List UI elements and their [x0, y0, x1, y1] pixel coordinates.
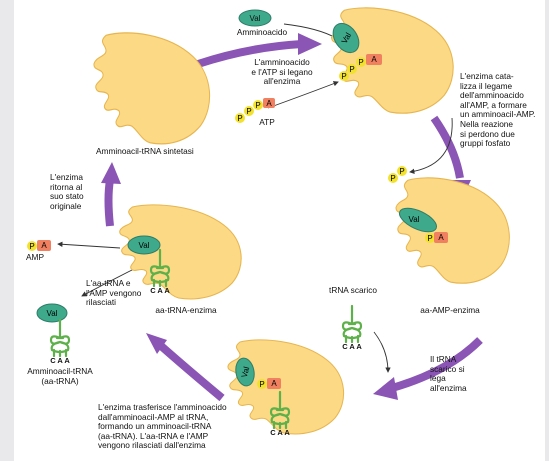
phosphate-label: P — [427, 234, 432, 243]
phosphate-label: P — [259, 380, 264, 389]
bound-aa-atp: Val P P P A — [332, 22, 382, 81]
phosphate-label: P — [390, 174, 395, 183]
cycle-arrow-bottom — [146, 333, 225, 402]
val-label: Val — [409, 215, 420, 224]
bound-aa-amp: Val P A — [398, 207, 448, 243]
arrow-phosphates-released — [409, 117, 453, 174]
bound-aa-amp-trna: Val P A — [235, 357, 281, 389]
trna-binding-enzyme — [269, 390, 291, 430]
aa-amp-enzyme-label: aa-AMP-enzima — [420, 305, 480, 315]
catalysis-step-text: L'enzima cata- lizza il legame dell'ammi… — [460, 71, 536, 149]
anticodon-label: C A A — [270, 428, 290, 437]
aminoacyl-trna-label: Amminoacil-tRNA (aa-tRNA) — [27, 366, 93, 386]
val-label: Val — [139, 241, 150, 250]
phosphate-label: P — [399, 167, 404, 176]
val-label: Val — [47, 309, 58, 318]
amp-label: AMP — [26, 252, 44, 262]
val-amino-acid-free: Val — [238, 9, 272, 27]
released-pyrophosphate: P P — [388, 166, 407, 183]
cycle-arrow-top — [196, 33, 322, 68]
trna-molecules — [49, 248, 363, 430]
adenosine-label: A — [271, 379, 277, 388]
released-amp: P A — [27, 240, 51, 251]
binding-step-text: L'amminoacido e l'ATP si legano all'enzi… — [251, 57, 313, 87]
trna-free — [341, 304, 363, 344]
arrow-amp-released — [57, 241, 121, 249]
enzyme-free — [93, 32, 211, 145]
adenosine-label: A — [438, 233, 444, 242]
phosphate-label: P — [341, 72, 346, 81]
release-text: L'aa-tRNA e l'AMP vengono rilasciati — [86, 278, 142, 308]
phosphate-label: P — [349, 65, 354, 74]
released-aa-trna-val: Val — [36, 303, 68, 323]
phosphate-label: P — [246, 107, 251, 116]
transfer-step-text: L'enzima trasferisce l'amminoacido dall'… — [98, 402, 227, 451]
arrow-atp-binds — [267, 81, 339, 109]
anticodon-label: C A A — [342, 342, 362, 351]
molecules: Val P P P A Val P P P A P — [27, 9, 448, 389]
synthetase-label: Amminoacil-tRNA sintetasi — [96, 146, 194, 156]
val-label: Val — [250, 14, 261, 23]
enzyme-aa-amp — [395, 177, 510, 284]
cycle-arrow-left — [101, 162, 121, 227]
phosphate-label: P — [237, 114, 242, 123]
cycle-arrow-right-lower — [373, 337, 483, 400]
anticodon-label: C A A — [150, 286, 170, 295]
atp-label: ATP — [259, 117, 275, 127]
enzyme-returns-text: L'enzima ritorna al suo stato originale — [50, 172, 84, 211]
adenosine-label: A — [371, 55, 377, 64]
trna-bound-enzyme — [149, 248, 171, 288]
atp-molecule: P P P A — [235, 98, 275, 123]
phosphate-label: P — [358, 58, 363, 67]
uncharged-trna-label: tRNA scarico — [329, 285, 377, 295]
val-label: Val — [240, 365, 252, 378]
anticodon-labels: C A A C A A C A A C A A — [50, 286, 362, 437]
arrow-trna-binds — [373, 331, 391, 373]
anticodon-label: C A A — [50, 356, 70, 365]
trna-released — [49, 318, 71, 358]
phosphate-label: P — [29, 242, 34, 251]
adenosine-label: A — [41, 241, 47, 250]
trna-binding-text: Il tRNA scarico si lega all'enzima — [430, 354, 467, 393]
aa-trna-enzyme-label: aa-tRNA-enzima — [155, 305, 217, 315]
phosphate-label: P — [255, 101, 260, 110]
adenosine-label: A — [266, 99, 272, 108]
bound-aa-trna: Val — [127, 235, 161, 255]
enzyme-bound-aa-atp — [331, 7, 454, 114]
amino-acid-label: Amminoacido — [236, 27, 288, 37]
